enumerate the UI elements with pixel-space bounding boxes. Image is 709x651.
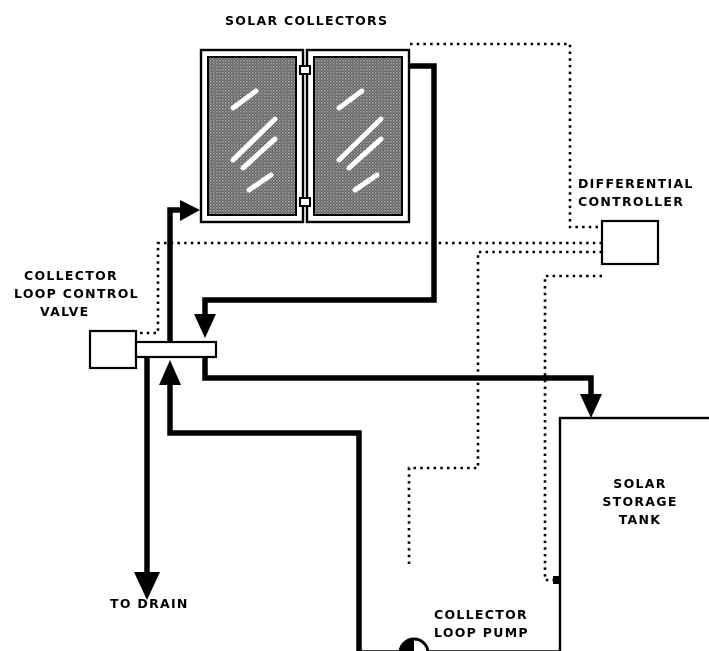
valve-label-3: VALVE bbox=[40, 304, 89, 319]
glare-streaks bbox=[230, 88, 384, 193]
valve-body bbox=[134, 340, 218, 359]
arrow-into-valve-icon bbox=[194, 314, 216, 338]
collector-glazing-right bbox=[313, 56, 403, 216]
storage-tank-label-2: STORAGE bbox=[602, 494, 677, 509]
piping bbox=[144, 63, 594, 651]
storage-tank-label-3: TANK bbox=[619, 512, 662, 527]
tank-sensor-wire bbox=[543, 274, 602, 582]
control-wiring bbox=[136, 42, 602, 582]
valve-control-wire bbox=[136, 241, 602, 335]
solar-collectors-label: SOLAR COLLECTORS bbox=[225, 13, 388, 28]
pump-label-2: LOOP PUMP bbox=[434, 625, 529, 640]
collector-header-bottom bbox=[299, 197, 311, 207]
arrow-to-drain-icon bbox=[134, 572, 160, 600]
differential-controller-label-1: DIFFERENTIAL bbox=[578, 176, 694, 191]
arrow-into-collector-icon bbox=[180, 200, 200, 221]
arrow-into-tank-icon bbox=[580, 394, 602, 418]
collector-return-pipe bbox=[202, 63, 437, 315]
differential-controller-box bbox=[600, 219, 660, 266]
to-drain-label: TO DRAIN bbox=[110, 596, 189, 611]
storage-tank-label-1: SOLAR bbox=[613, 476, 666, 491]
collector-header-top bbox=[299, 65, 311, 75]
valve-label-2: LOOP CONTROL bbox=[14, 286, 139, 301]
tank-supply-pipe bbox=[202, 357, 594, 397]
pump-control-wire bbox=[407, 250, 602, 567]
pump-icon bbox=[398, 637, 430, 651]
collector-sensor-wire bbox=[410, 42, 602, 229]
collector-glazing-left bbox=[207, 56, 297, 216]
differential-controller-label-2: CONTROLLER bbox=[578, 194, 684, 209]
flow-arrows bbox=[134, 200, 602, 600]
pump-label-1: COLLECTOR bbox=[434, 607, 528, 622]
valve-actuator-box bbox=[88, 329, 138, 370]
pump-return-pipe bbox=[167, 380, 403, 651]
solar-storage-tank-box bbox=[558, 416, 709, 651]
tank-sensor bbox=[553, 576, 560, 584]
valve-label-1: COLLECTOR bbox=[24, 268, 118, 283]
solar-collectors bbox=[199, 48, 411, 224]
collector-supply-pipe bbox=[167, 207, 186, 343]
arrow-up-into-valve-icon bbox=[159, 360, 181, 385]
